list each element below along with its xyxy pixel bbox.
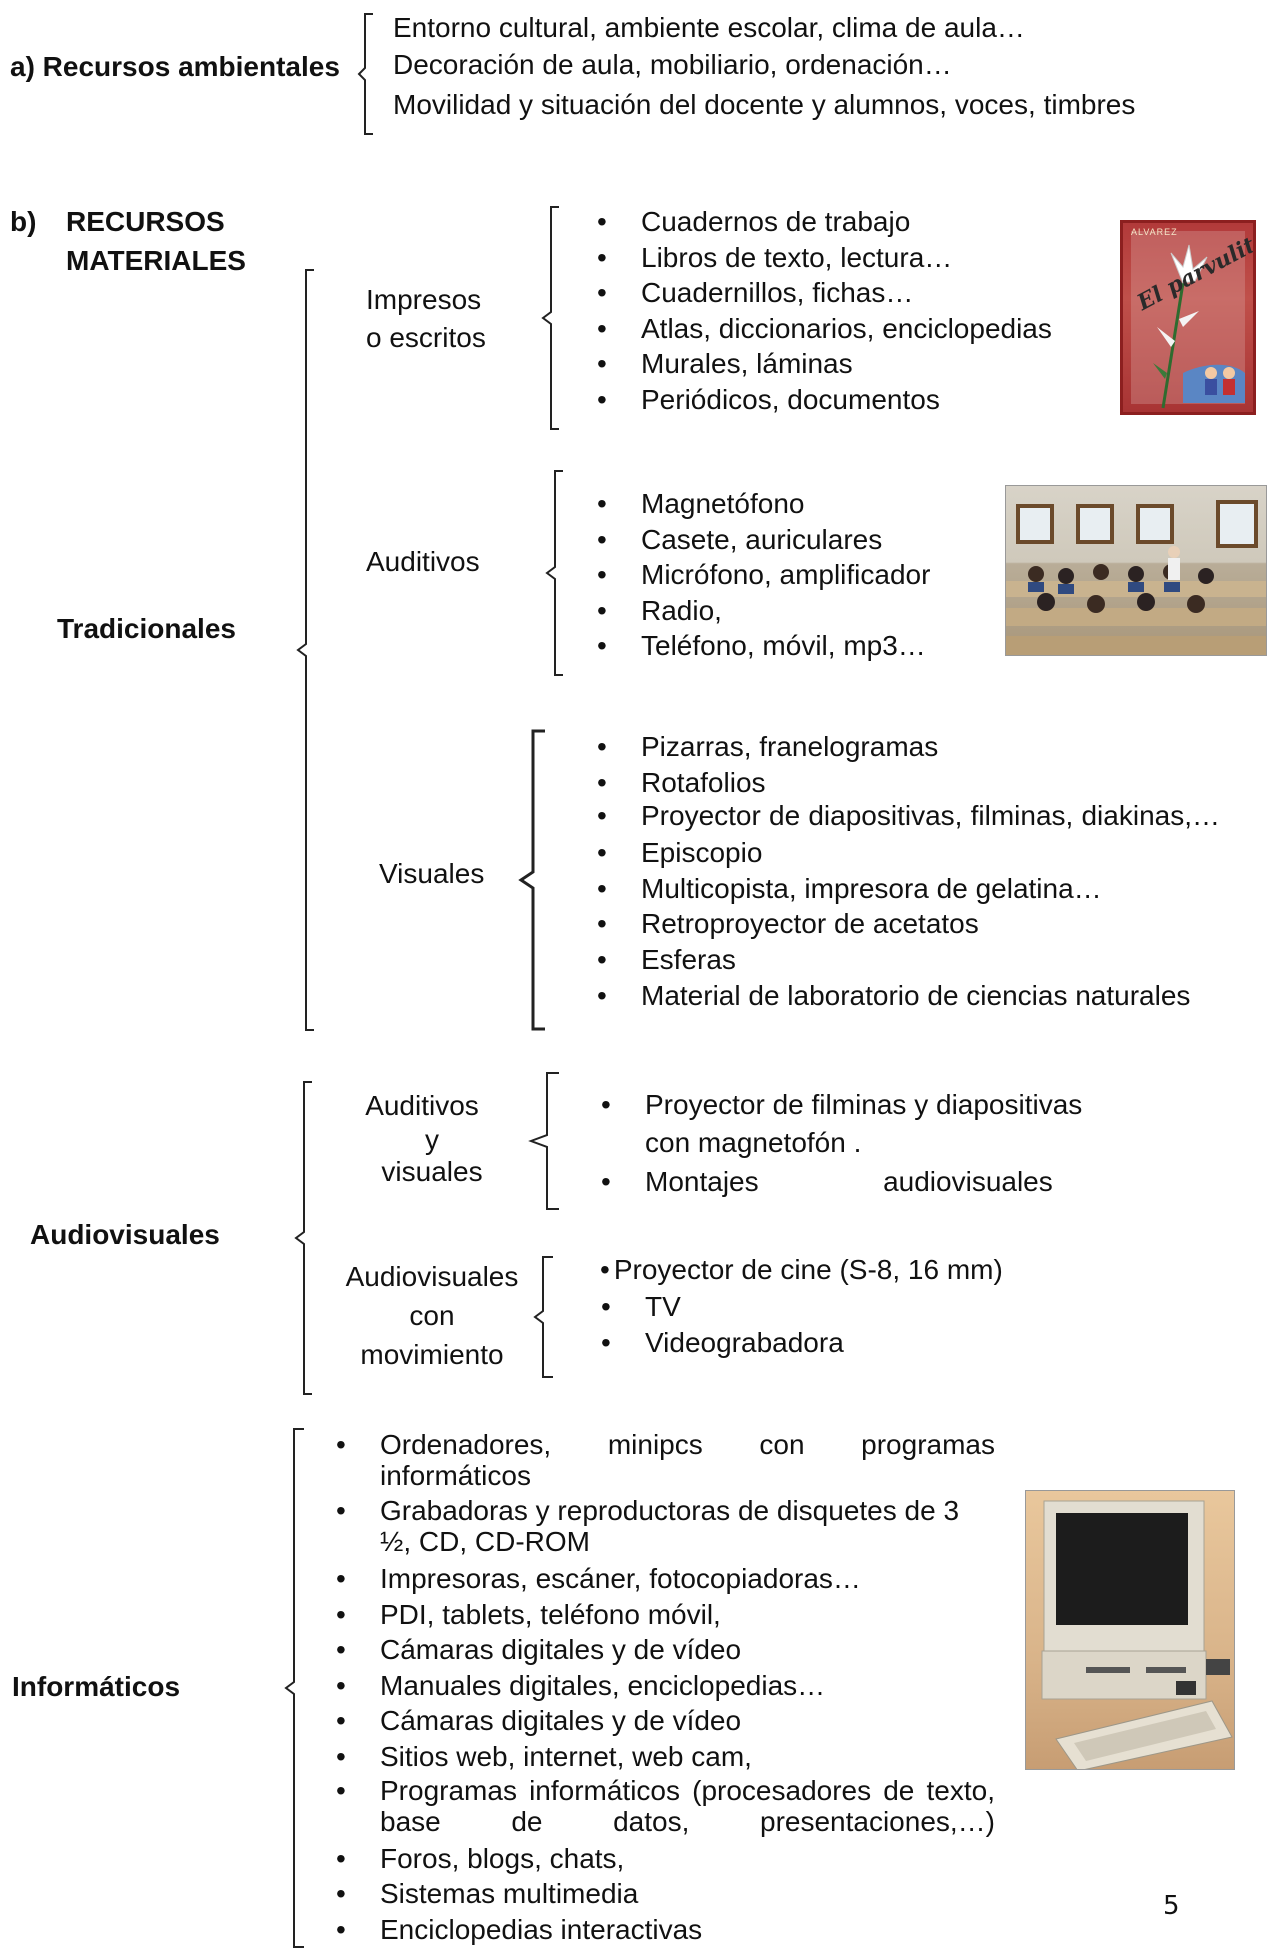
audvis-label-line1: Auditivos xyxy=(365,1090,479,1121)
impresos-label-line2: o escritos xyxy=(366,322,486,353)
impresos-label-line1: Impresos xyxy=(366,284,482,315)
movimiento-label-line1: Audiovisuales xyxy=(345,1261,519,1292)
list-item: Manuales digitales, enciclopedias… xyxy=(336,1668,995,1704)
section-a-brace xyxy=(357,13,373,135)
informaticos-list: Ordenadores, minipcs con programas infor… xyxy=(336,1429,995,1947)
tradicionales-brace xyxy=(296,269,314,1031)
audvis-label-line3: visuales xyxy=(381,1156,483,1187)
list-item: Proyector de diapositivas, filminas, dia… xyxy=(597,800,1220,835)
list-item: Sitios web, internet, web cam, xyxy=(336,1739,995,1775)
visuales-list: Pizarras, franelogramas Rotafolios Proye… xyxy=(597,729,1220,1013)
informaticos-brace xyxy=(284,1428,304,1948)
movimiento-item-1-text: Proyector de cine (S-8, 16 mm) xyxy=(613,1254,1003,1285)
impresos-brace xyxy=(541,206,559,430)
list-item: Esferas xyxy=(597,942,1220,978)
audvis-brace xyxy=(528,1072,559,1210)
section-b-title-line1: RECURSOS xyxy=(66,206,225,237)
list-item: Ordenadores, minipcs con programas infor… xyxy=(336,1429,995,1495)
list-item: Cuadernillos, fichas… xyxy=(597,275,1117,311)
section-b-title-line2: MATERIALES xyxy=(66,245,246,276)
list-item: Cámaras digitales y de vídeo xyxy=(336,1632,995,1668)
audvis-label-line2: y xyxy=(425,1124,439,1155)
list-item: Micrófono, amplificador xyxy=(597,557,997,593)
list-item: Casete, auriculares xyxy=(597,522,997,558)
list-item: Murales, láminas xyxy=(597,346,1117,382)
list-item: Grabadoras y reproductoras de disquetes … xyxy=(336,1495,995,1561)
list-item: Atlas, diccionarios, enciclopedias xyxy=(597,311,1117,347)
list-item: Montajes audiovisuales xyxy=(601,1164,1101,1200)
list-item: Retroproyector de acetatos xyxy=(597,906,1220,942)
list-item: TV xyxy=(601,1289,1001,1325)
list-item: Programas informáticos (procesadores de … xyxy=(336,1775,995,1841)
bullet-icon: • xyxy=(600,1254,610,1285)
list-item: Cuadernos de trabajo xyxy=(597,204,1117,240)
auditivos-brace xyxy=(545,470,563,676)
audiovisuales-label: Audiovisuales xyxy=(30,1219,220,1250)
audiovisuales-brace xyxy=(294,1081,312,1395)
list-item: Impresoras, escáner, fotocopiadoras… xyxy=(336,1561,995,1597)
impresos-list: Cuadernos de trabajo Libros de texto, le… xyxy=(597,204,1117,418)
movimiento-label-line2: con xyxy=(409,1300,455,1331)
section-a-item-1: Entorno cultural, ambiente escolar, clim… xyxy=(393,12,1025,43)
movimiento-label-line3: movimiento xyxy=(360,1339,504,1370)
section-a-label: a) Recursos ambientales xyxy=(10,51,340,82)
audvis-list: Proyector de filminas y diapositivas con… xyxy=(601,1086,1101,1200)
list-item: Libros de texto, lectura… xyxy=(597,240,1117,276)
list-item: Teléfono, móvil, mp3… xyxy=(597,628,997,664)
list-item: Multicopista, impresora de gelatina… xyxy=(597,871,1220,907)
visuales-brace xyxy=(518,729,545,1031)
list-item: Sistemas multimedia xyxy=(336,1876,995,1912)
section-b-letter: b) xyxy=(10,206,37,237)
list-item: Episcopio xyxy=(597,835,1220,871)
auditivos-label: Auditivos xyxy=(366,546,480,577)
list-item: Magnetófono xyxy=(597,486,997,522)
computer-image xyxy=(1025,1490,1235,1770)
list-item: Material de laboratorio de ciencias natu… xyxy=(597,978,1220,1014)
movimiento-list: TV Videograbadora xyxy=(601,1289,1001,1360)
list-item: Cámaras digitales y de vídeo xyxy=(336,1703,995,1739)
list-item: Periódicos, documentos xyxy=(597,382,1117,418)
informaticos-label: Informáticos xyxy=(12,1671,181,1702)
list-item: Proyector de filminas y diapositivas con… xyxy=(601,1086,1101,1164)
book-cover-image: ALVAREZ El parvulito xyxy=(1120,220,1256,415)
book-cover-top-text: ALVAREZ xyxy=(1131,227,1178,237)
list-item: Radio, xyxy=(597,593,997,629)
list-item: Pizarras, franelogramas xyxy=(597,729,1220,765)
list-item: Enciclopedias interactivas xyxy=(336,1912,995,1948)
page-number: 5 xyxy=(1163,1891,1180,1921)
movimiento-item-1: •Proyector de cine (S-8, 16 mm) xyxy=(600,1253,1003,1287)
auditivos-list: Magnetófono Casete, auriculares Micrófon… xyxy=(597,486,997,664)
list-item: Foros, blogs, chats, xyxy=(336,1841,995,1877)
movimiento-brace xyxy=(533,1256,553,1378)
visuales-label: Visuales xyxy=(379,858,485,889)
classroom-image xyxy=(1005,485,1267,656)
tradicionales-label: Tradicionales xyxy=(57,613,236,644)
section-a-item-2: Decoración de aula, mobiliario, ordenaci… xyxy=(393,49,952,80)
list-item: PDI, tablets, teléfono móvil, xyxy=(336,1597,995,1633)
section-a-item-3: Movilidad y situación del docente y alum… xyxy=(393,89,1136,120)
list-item: Videograbadora xyxy=(601,1325,1001,1361)
list-item: Rotafolios xyxy=(597,765,1220,801)
